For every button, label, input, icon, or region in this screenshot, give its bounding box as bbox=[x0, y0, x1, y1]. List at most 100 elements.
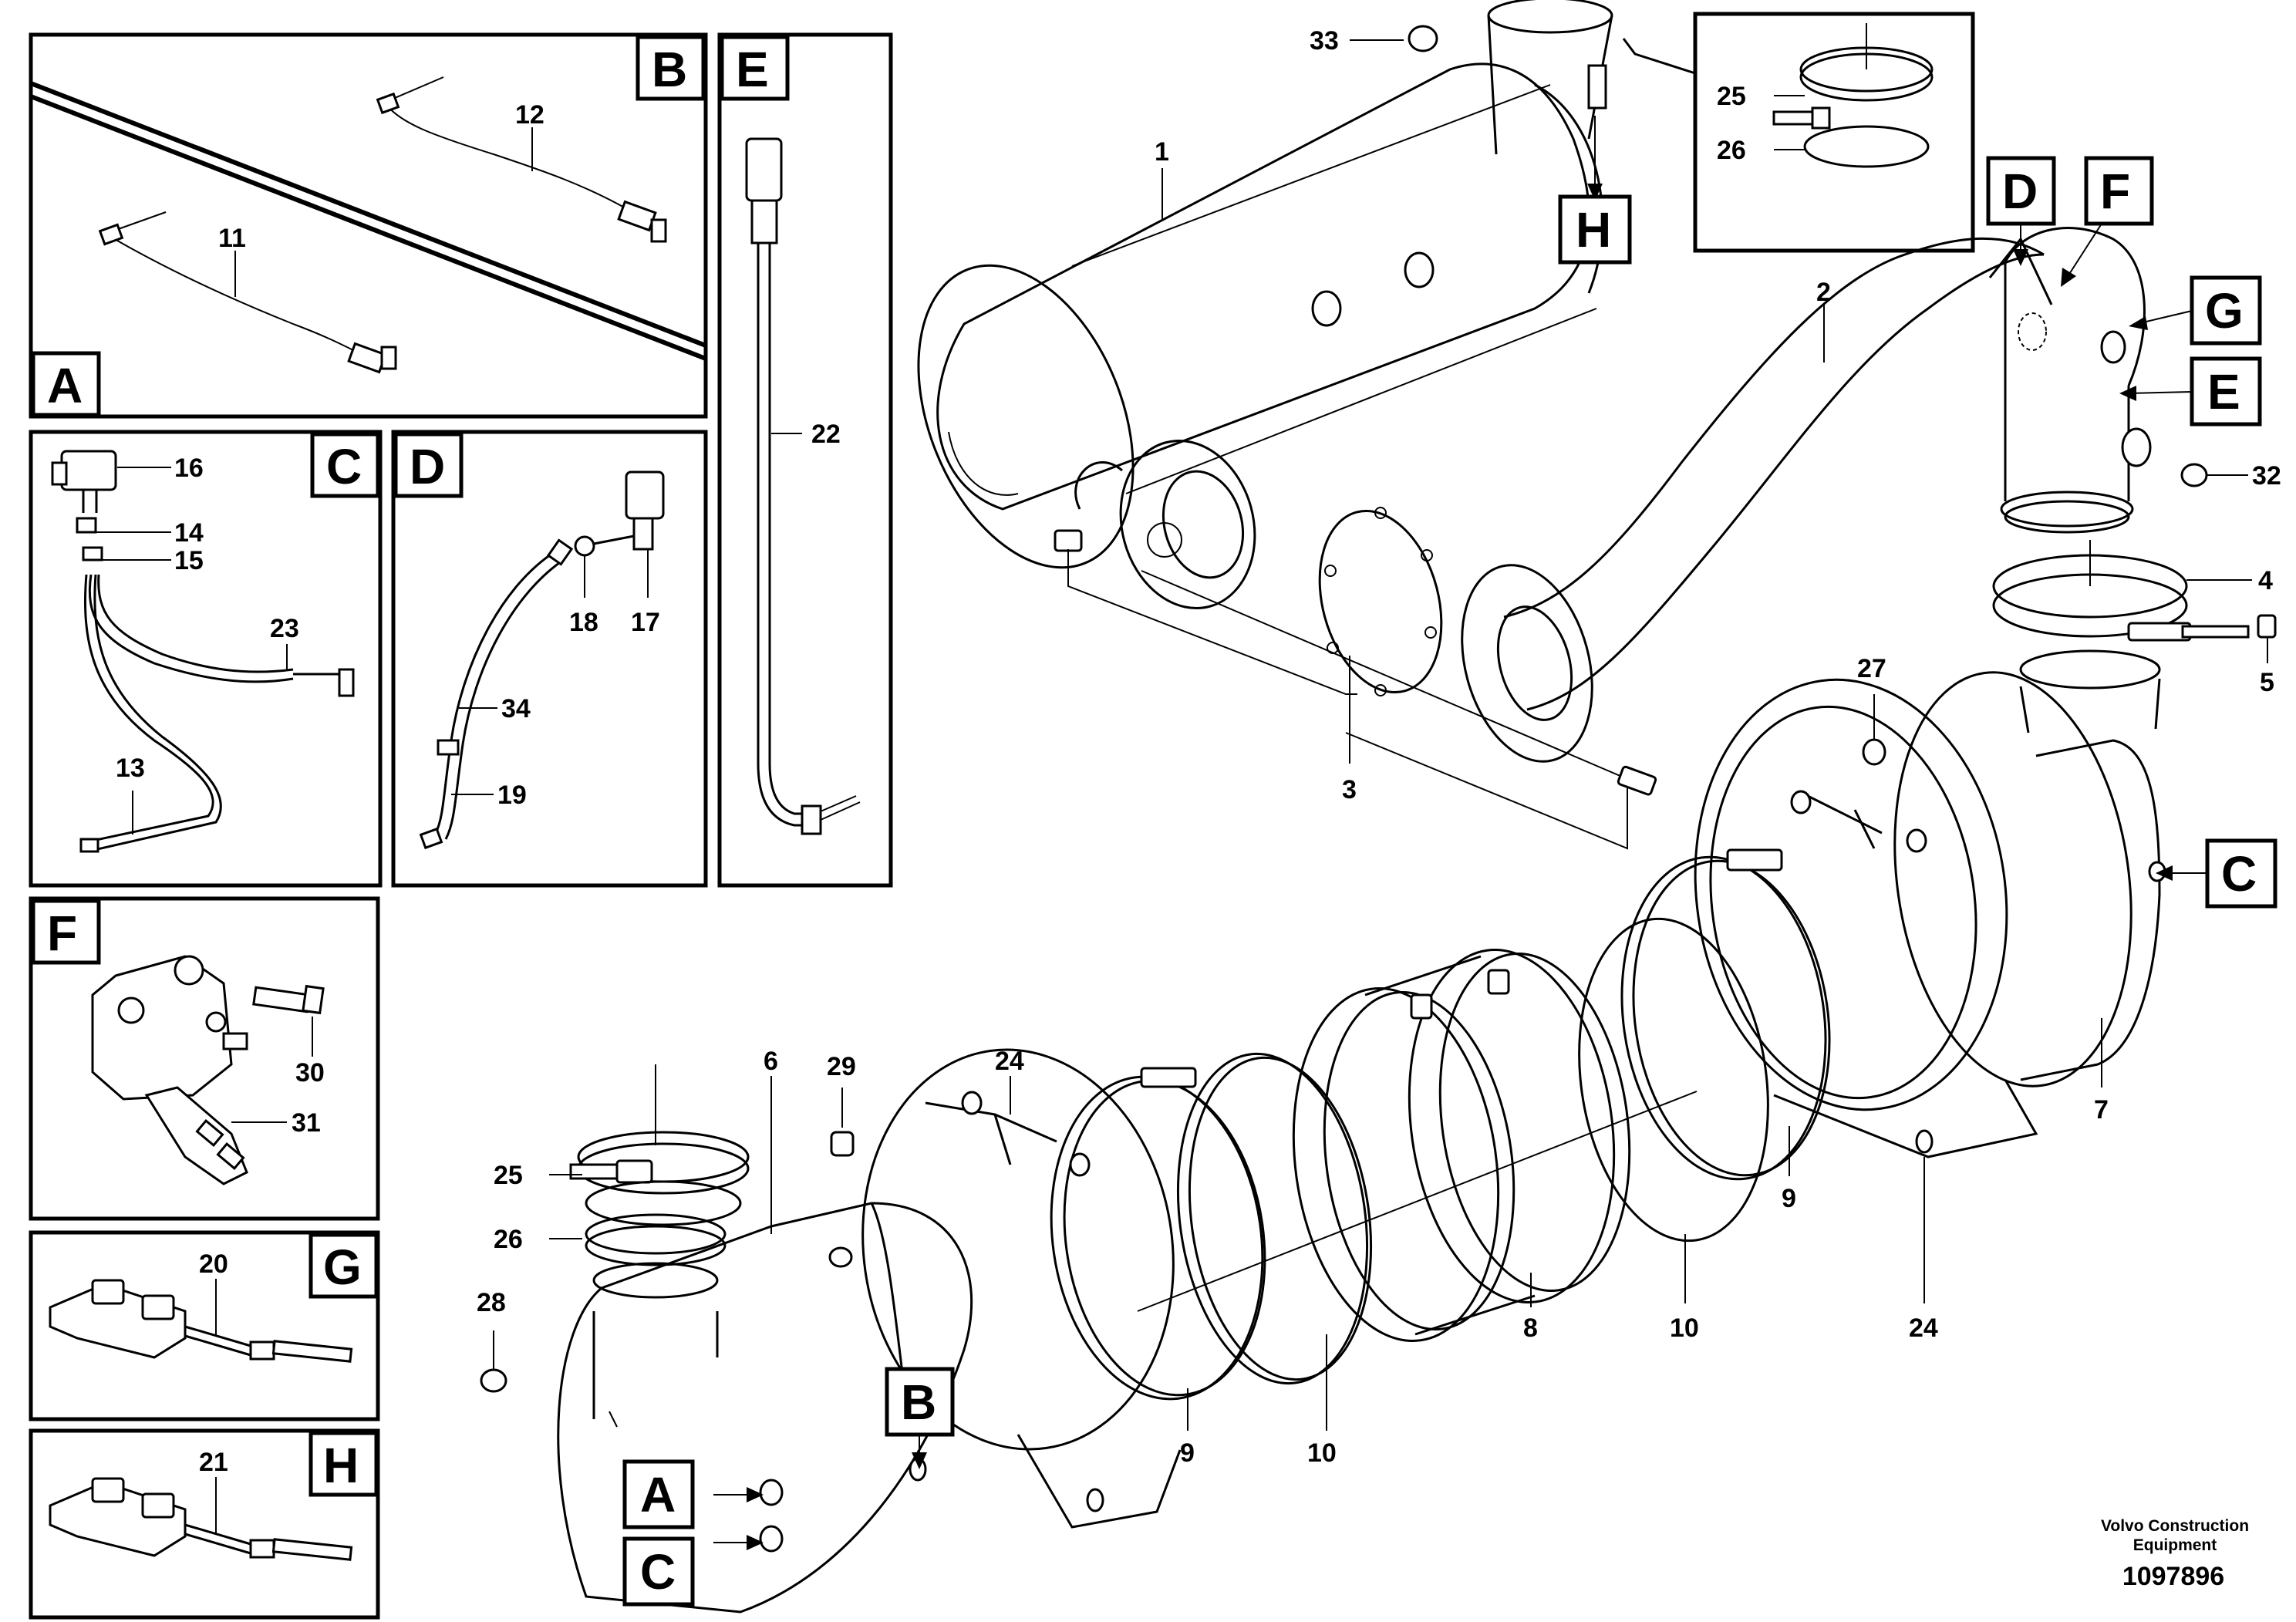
callout-24-right-label: 24 bbox=[1909, 1313, 1938, 1343]
callout-33-label: 33 bbox=[1310, 26, 1339, 56]
clamp-inset bbox=[1622, 12, 1975, 253]
inlet-housing bbox=[557, 1202, 973, 1614]
callout-3: 3 bbox=[1067, 549, 1628, 850]
callout-16: 16 bbox=[117, 454, 204, 483]
inlet-clamp bbox=[569, 1064, 750, 1226]
letter-tag-b-main: B bbox=[885, 1367, 955, 1469]
callout-25-inlet: 25 bbox=[494, 1161, 582, 1190]
letter-tag-d-main-text: D bbox=[2002, 164, 2038, 219]
detail-panel-f: F bbox=[29, 896, 380, 1221]
callout-22: 22 bbox=[771, 420, 841, 449]
callout-34: 34 bbox=[459, 694, 531, 723]
callout-31-label: 31 bbox=[292, 1108, 321, 1138]
credit-line-2: Equipment bbox=[2133, 1536, 2217, 1554]
bolt bbox=[1617, 765, 1657, 796]
seal-ring-left bbox=[1176, 1052, 1373, 1385]
letter-tag-c-inlet: C bbox=[622, 1535, 764, 1607]
silencer-canister bbox=[917, 0, 1613, 610]
callout-19: 19 bbox=[451, 781, 527, 810]
callout-14: 14 bbox=[96, 518, 204, 548]
callout-29: 29 bbox=[827, 1052, 856, 1157]
callout-27: 27 bbox=[1857, 654, 1886, 766]
callout-25-top: 25 bbox=[1717, 82, 1805, 111]
callout-13: 13 bbox=[116, 754, 145, 835]
mount-bracket-right bbox=[1694, 678, 2038, 1158]
callout-2-label: 2 bbox=[1816, 278, 1831, 307]
letter-tag-a-main-text: A bbox=[640, 1467, 676, 1523]
callout-24-right: 24 bbox=[1909, 1157, 1938, 1343]
callout-20-label: 20 bbox=[199, 1249, 228, 1279]
callout-12-label: 12 bbox=[515, 100, 544, 130]
clamp-ring-right bbox=[1620, 848, 1831, 1181]
letter-tag-g-main: G bbox=[2129, 275, 2262, 346]
callout-25-inlet-label: 25 bbox=[494, 1161, 523, 1190]
callout-30: 30 bbox=[295, 1017, 325, 1088]
letter-tag-g-main-text: G bbox=[2205, 283, 2244, 339]
callout-8-label: 8 bbox=[1523, 1313, 1538, 1343]
callout-1-label: 1 bbox=[1155, 137, 1169, 167]
callout-26-top-label: 26 bbox=[1717, 136, 1746, 165]
callout-18: 18 bbox=[569, 555, 598, 637]
callout-9-left: 9 bbox=[1180, 1388, 1195, 1468]
callout-9-right-label: 9 bbox=[1782, 1184, 1796, 1213]
detail-panel-d: D bbox=[391, 430, 708, 888]
callout-11-label: 11 bbox=[218, 224, 246, 253]
callout-6-label: 6 bbox=[764, 1047, 778, 1076]
letter-tag-e-main: E bbox=[2119, 356, 2262, 427]
drawing-number: 1097896 bbox=[2122, 1562, 2224, 1591]
detail-panel-a-b bbox=[29, 32, 708, 419]
callout-11: 11 bbox=[218, 224, 246, 297]
callout-14-label: 14 bbox=[174, 518, 204, 548]
callout-29-label: 29 bbox=[827, 1052, 856, 1081]
callout-5: 5 bbox=[2257, 614, 2277, 697]
center-section bbox=[1137, 949, 1698, 1342]
letter-tag-f-main: F bbox=[2061, 156, 2154, 287]
callout-10-right-label: 10 bbox=[1670, 1313, 1699, 1343]
letter-tag-d-main: D bbox=[1986, 156, 2056, 266]
callout-4: 4 bbox=[2186, 566, 2273, 595]
letter-tag-b-text: B bbox=[652, 42, 687, 97]
detail-panel-h: H bbox=[29, 1428, 380, 1620]
callout-10-right: 10 bbox=[1670, 1234, 1699, 1343]
callout-20: 20 bbox=[199, 1249, 228, 1337]
detail-panel-e: E bbox=[717, 32, 893, 888]
callout-15-label: 15 bbox=[174, 546, 204, 575]
callout-6: 6 bbox=[764, 1047, 778, 1234]
callout-13-label: 13 bbox=[116, 754, 145, 783]
callout-26-inlet: 26 bbox=[494, 1225, 582, 1254]
callout-32-label: 32 bbox=[2252, 461, 2281, 491]
clamp-ring-left bbox=[1050, 1067, 1266, 1401]
letter-tag-f-text: F bbox=[47, 905, 77, 961]
letter-tag-a-text: A bbox=[47, 358, 83, 413]
callout-7: 7 bbox=[2094, 1018, 2109, 1125]
letter-tag-d-text: D bbox=[410, 439, 445, 494]
callout-34-label: 34 bbox=[501, 694, 531, 723]
seal-ring-right bbox=[1578, 917, 1769, 1243]
callout-33: 33 bbox=[1310, 25, 1438, 56]
callout-24-left-label: 24 bbox=[995, 1047, 1024, 1076]
letter-tag-a: A bbox=[31, 351, 101, 417]
callout-9-left-label: 9 bbox=[1180, 1438, 1195, 1468]
letter-tag-b-main-text: B bbox=[901, 1374, 936, 1430]
callout-30-label: 30 bbox=[295, 1058, 325, 1088]
callout-16-label: 16 bbox=[174, 454, 204, 483]
callout-18-label: 18 bbox=[569, 608, 598, 637]
callout-9-right: 9 bbox=[1782, 1126, 1796, 1213]
letter-tag-c-inlet-text: C bbox=[640, 1544, 676, 1600]
detail-panel-g: G bbox=[29, 1230, 380, 1421]
callout-15: 15 bbox=[102, 546, 204, 575]
letter-tag-c-main-text: C bbox=[2221, 846, 2257, 902]
letter-tag-f-main-text: F bbox=[2100, 164, 2130, 219]
letter-tag-g-text: G bbox=[323, 1239, 362, 1295]
callout-26-inlet-label: 26 bbox=[494, 1225, 523, 1254]
callout-22-label: 22 bbox=[811, 420, 841, 449]
callout-31: 31 bbox=[231, 1108, 321, 1138]
callout-23: 23 bbox=[270, 614, 299, 671]
callout-3-label: 3 bbox=[1342, 775, 1357, 804]
catalyst-housing bbox=[1893, 671, 2166, 1088]
callout-10-left-label: 10 bbox=[1307, 1438, 1337, 1468]
letter-tag-c-text: C bbox=[326, 439, 362, 494]
callout-24-left: 24 bbox=[995, 1047, 1024, 1114]
callout-8: 8 bbox=[1523, 1273, 1538, 1343]
